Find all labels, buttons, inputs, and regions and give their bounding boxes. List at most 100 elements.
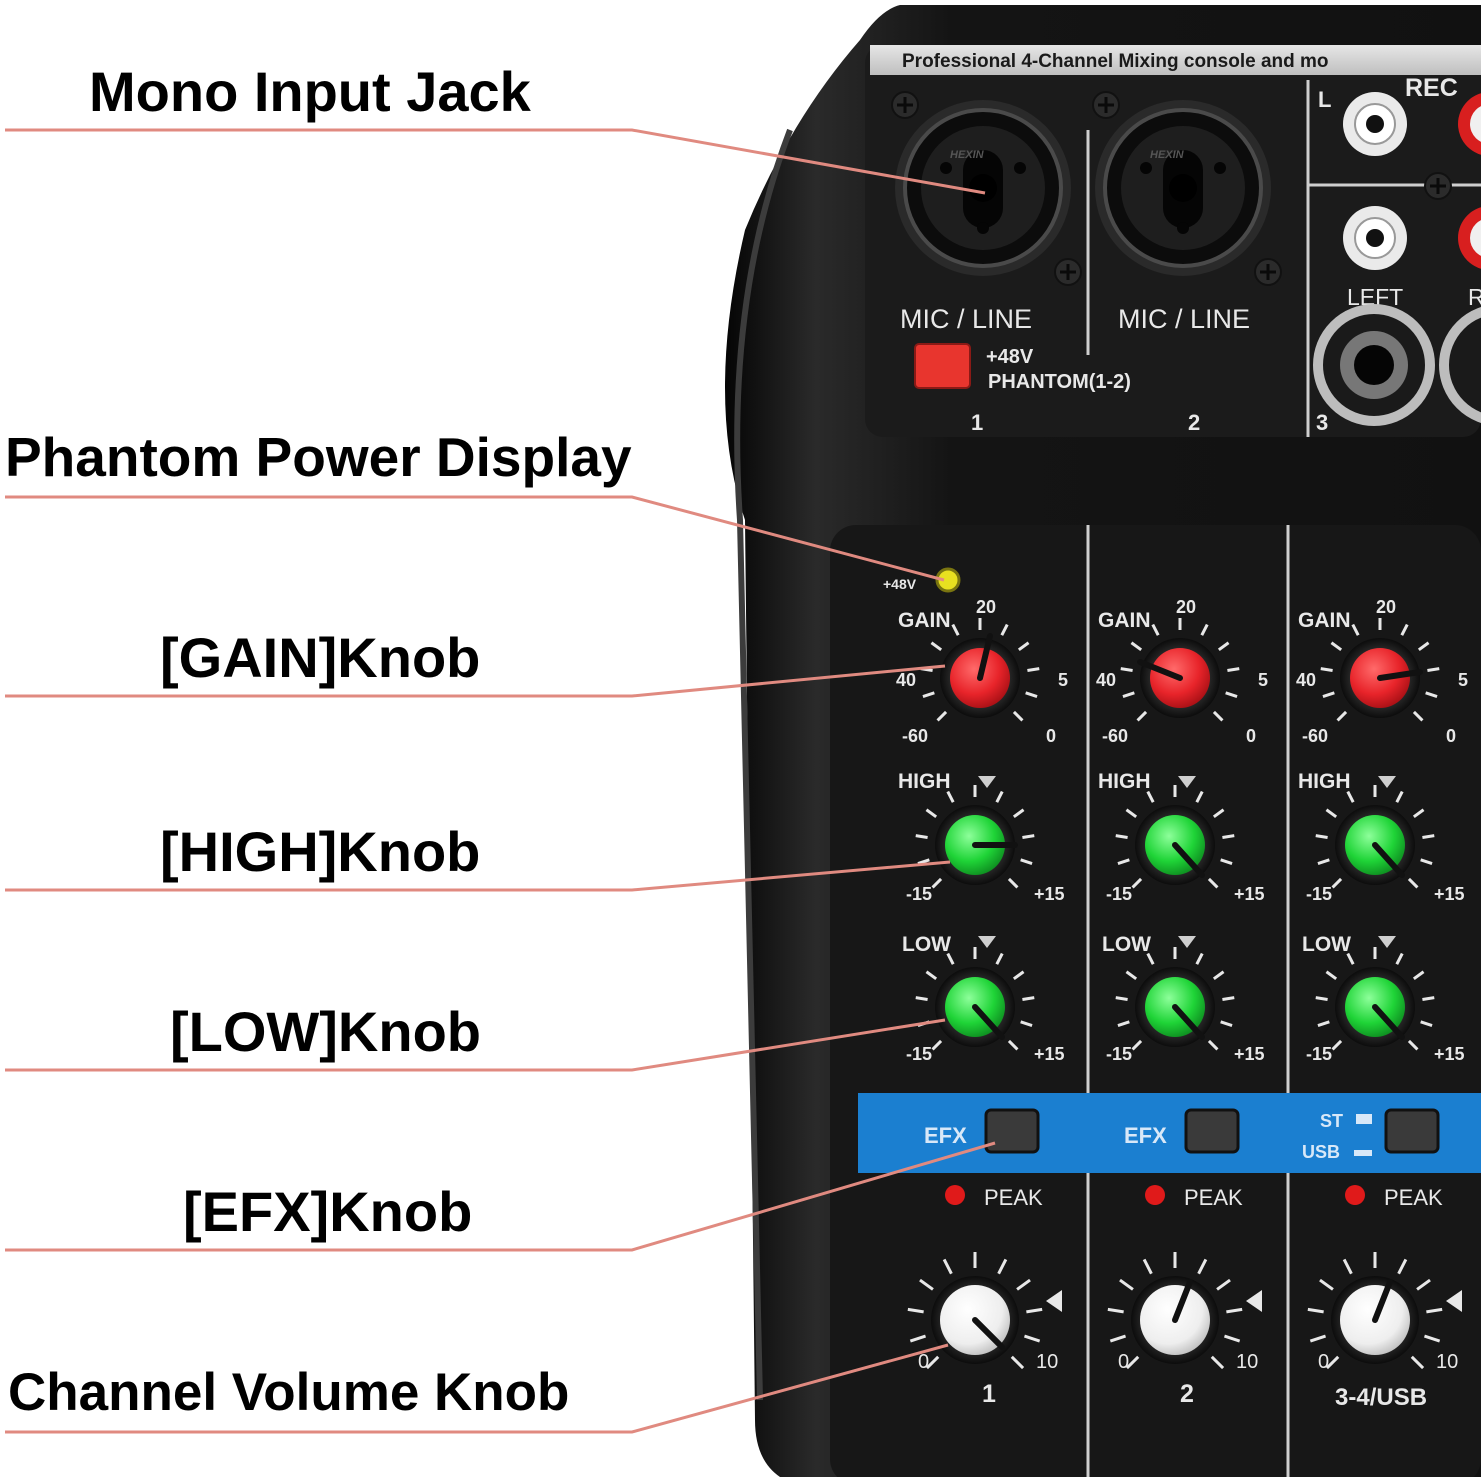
switch-down-icon: [1354, 1150, 1372, 1156]
scale-tick: [1317, 858, 1330, 865]
channel-number: 2: [1180, 1380, 1194, 1408]
gain-scale-top: 20: [1176, 597, 1196, 617]
combo-jack-1[interactable]: HEXIN: [895, 100, 1071, 276]
led-label: +48V: [883, 576, 917, 592]
callout-channel-volume-knob: Channel Volume Knob: [8, 1363, 570, 1422]
scale-tick: [1220, 858, 1233, 865]
scale-tick: [1320, 667, 1333, 672]
screw-icon: [1054, 258, 1082, 286]
low-scale-min: -15: [1106, 1044, 1132, 1064]
quarter-inch-jack[interactable]: [1313, 304, 1435, 426]
scale-tick: [1331, 1039, 1343, 1051]
center-detent-icon: [978, 936, 996, 948]
scale-tick: [1422, 996, 1435, 1001]
gain-scale-top: 20: [976, 597, 996, 617]
scale-tick: [1207, 1039, 1219, 1051]
quarter-inch-jack[interactable]: [1439, 307, 1481, 423]
gain-knob[interactable]: [1340, 638, 1423, 718]
high-knob[interactable]: [1135, 805, 1215, 885]
input-number: 3: [1316, 410, 1328, 435]
center-detent-icon: [1378, 936, 1396, 948]
scale-tick: [1397, 1258, 1408, 1275]
st-usb-button[interactable]: [1384, 1108, 1440, 1154]
scale-tick: [1027, 667, 1040, 672]
callout-efx-knob: [EFX]Knob: [183, 1180, 473, 1243]
combo-jack-2[interactable]: HEXIN: [1095, 100, 1271, 276]
scale-tick: [1342, 1258, 1353, 1275]
gain-scale-bottom-right: 0: [1446, 726, 1456, 746]
rca-jack-white[interactable]: [1343, 206, 1407, 270]
channel-number: 1: [982, 1380, 996, 1408]
scale-tick: [1200, 623, 1209, 636]
low-ticks: [1115, 947, 1235, 1051]
gain-scale-right: 5: [1458, 670, 1468, 690]
input-number: 2: [1188, 410, 1200, 435]
rca-l-label: L: [1318, 87, 1331, 112]
scale-tick: [930, 641, 943, 651]
gain-knob[interactable]: [940, 633, 1020, 718]
scale-tick: [1315, 996, 1328, 1001]
scale-tick: [1023, 1334, 1041, 1343]
scale-tick: [1225, 691, 1238, 698]
scale-tick: [925, 1355, 940, 1370]
peak-led: [1145, 1185, 1165, 1205]
scale-tick: [995, 790, 1004, 803]
high-knob[interactable]: [1335, 805, 1415, 885]
scale-tick: [1020, 1020, 1033, 1027]
scale-tick: [1210, 1355, 1225, 1370]
high-ticks: [915, 785, 1035, 889]
scale-tick: [1330, 641, 1343, 651]
low-scale-max: +15: [1034, 1044, 1065, 1064]
volume-knob[interactable]: [1131, 1276, 1219, 1364]
gain-label: GAIN: [898, 609, 951, 632]
rca-jack-red[interactable]: [1458, 92, 1481, 156]
gain-scale-left: 40: [896, 670, 916, 690]
scale-tick: [1420, 1020, 1433, 1027]
scale-tick: [1346, 952, 1355, 965]
scale-tick: [909, 1334, 927, 1343]
gain-scale-left: 40: [1096, 670, 1116, 690]
low-knob[interactable]: [1135, 967, 1215, 1047]
scale-tick: [919, 1278, 934, 1291]
scale-tick: [915, 996, 928, 1001]
rca-jack-white[interactable]: [1343, 92, 1407, 156]
gain-scale-bottom-left: -60: [1102, 726, 1128, 746]
phantom-switch-label: PHANTOM(1-2): [988, 371, 1131, 393]
gain-scale-bottom-left: -60: [1302, 726, 1328, 746]
center-detent-icon: [978, 776, 996, 788]
low-scale-max: +15: [1434, 1044, 1465, 1064]
scale-tick: [1130, 641, 1143, 651]
low-scale-min: -15: [906, 1044, 932, 1064]
scale-tick: [1412, 970, 1425, 980]
high-knob[interactable]: [935, 805, 1018, 885]
gain-scale-top: 20: [1376, 597, 1396, 617]
scale-tick: [1010, 1355, 1025, 1370]
volume-ticks: [1307, 1252, 1443, 1370]
callout-mono-input-jack: Mono Input Jack: [89, 60, 531, 123]
scale-tick: [1216, 1278, 1231, 1291]
high-label: HIGH: [1098, 770, 1151, 793]
center-detent-icon: [1178, 776, 1196, 788]
high-label: HIGH: [1298, 770, 1351, 793]
efx-button[interactable]: [1184, 1108, 1240, 1154]
scale-tick: [1146, 790, 1155, 803]
svg-text:HEXIN: HEXIN: [1150, 149, 1185, 161]
scale-tick: [1220, 1020, 1233, 1027]
low-knob[interactable]: [1335, 967, 1415, 1047]
volume-knob[interactable]: [931, 1276, 1019, 1364]
low-knob[interactable]: [935, 967, 1015, 1047]
gain-knob[interactable]: [1137, 638, 1220, 718]
center-detent-icon: [1178, 936, 1196, 948]
scale-tick: [922, 691, 935, 698]
high-ticks: [1315, 785, 1435, 889]
scale-tick: [951, 623, 960, 636]
volume-knob[interactable]: [1331, 1276, 1419, 1364]
phantom-power-switch[interactable]: [914, 343, 971, 389]
scale-tick: [925, 970, 938, 980]
scale-tick: [1212, 808, 1225, 818]
rca-jack-red[interactable]: [1458, 206, 1481, 270]
scale-tick: [1012, 710, 1024, 722]
volume-marker-icon: [1046, 1290, 1062, 1312]
scale-tick: [1136, 710, 1148, 722]
efx-button[interactable]: [984, 1108, 1040, 1154]
